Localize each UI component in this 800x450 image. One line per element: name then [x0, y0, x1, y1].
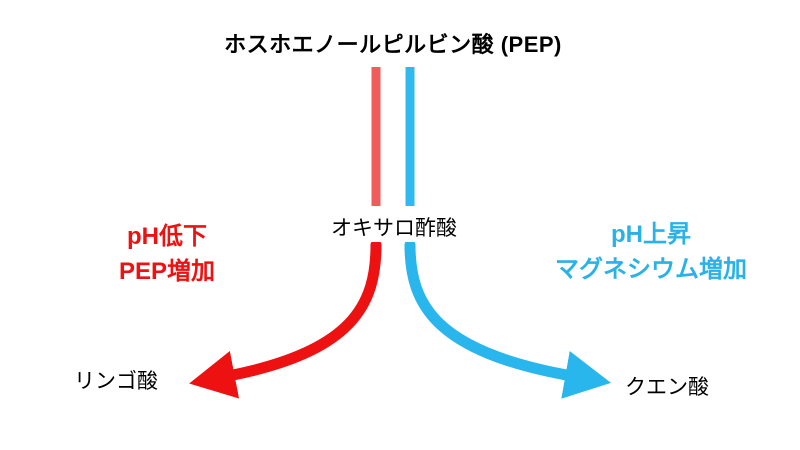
left-condition-line1: pH低下 [127, 223, 207, 250]
right-condition-line2: マグネシウム増加 [555, 256, 747, 283]
right-condition-line1: pH上昇 [611, 221, 691, 248]
blue-curved-arrow [404, 239, 611, 399]
left-condition-label: pH低下 PEP増加 [119, 219, 215, 289]
label-pep: ホスホエノールピルビン酸 (PEP) [224, 32, 562, 57]
label-malate: リンゴ酸 [74, 370, 158, 393]
right-condition-label: pH上昇 マグネシウム増加 [555, 217, 747, 287]
left-condition-line2: PEP増加 [118, 258, 216, 285]
red-curved-arrow [189, 239, 382, 399]
label-citrate: クエン酸 [625, 376, 709, 399]
label-oxaloacetate: オキサロ酢酸 [326, 212, 462, 242]
